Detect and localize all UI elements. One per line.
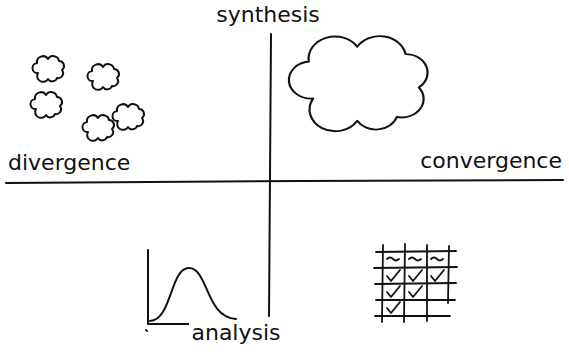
big-cloud: [289, 36, 428, 131]
axis-label: synthesis: [214, 2, 322, 28]
bell-curve-chart: [146, 250, 242, 331]
horizontal-axis: [6, 180, 563, 183]
vertical-axis: [269, 34, 271, 316]
axis-label: analysis: [189, 320, 282, 346]
axis-label: convergence: [418, 148, 564, 174]
small-clouds: [30, 56, 144, 141]
checklist-grid: [374, 244, 457, 322]
axis-label: divergence: [6, 150, 132, 176]
